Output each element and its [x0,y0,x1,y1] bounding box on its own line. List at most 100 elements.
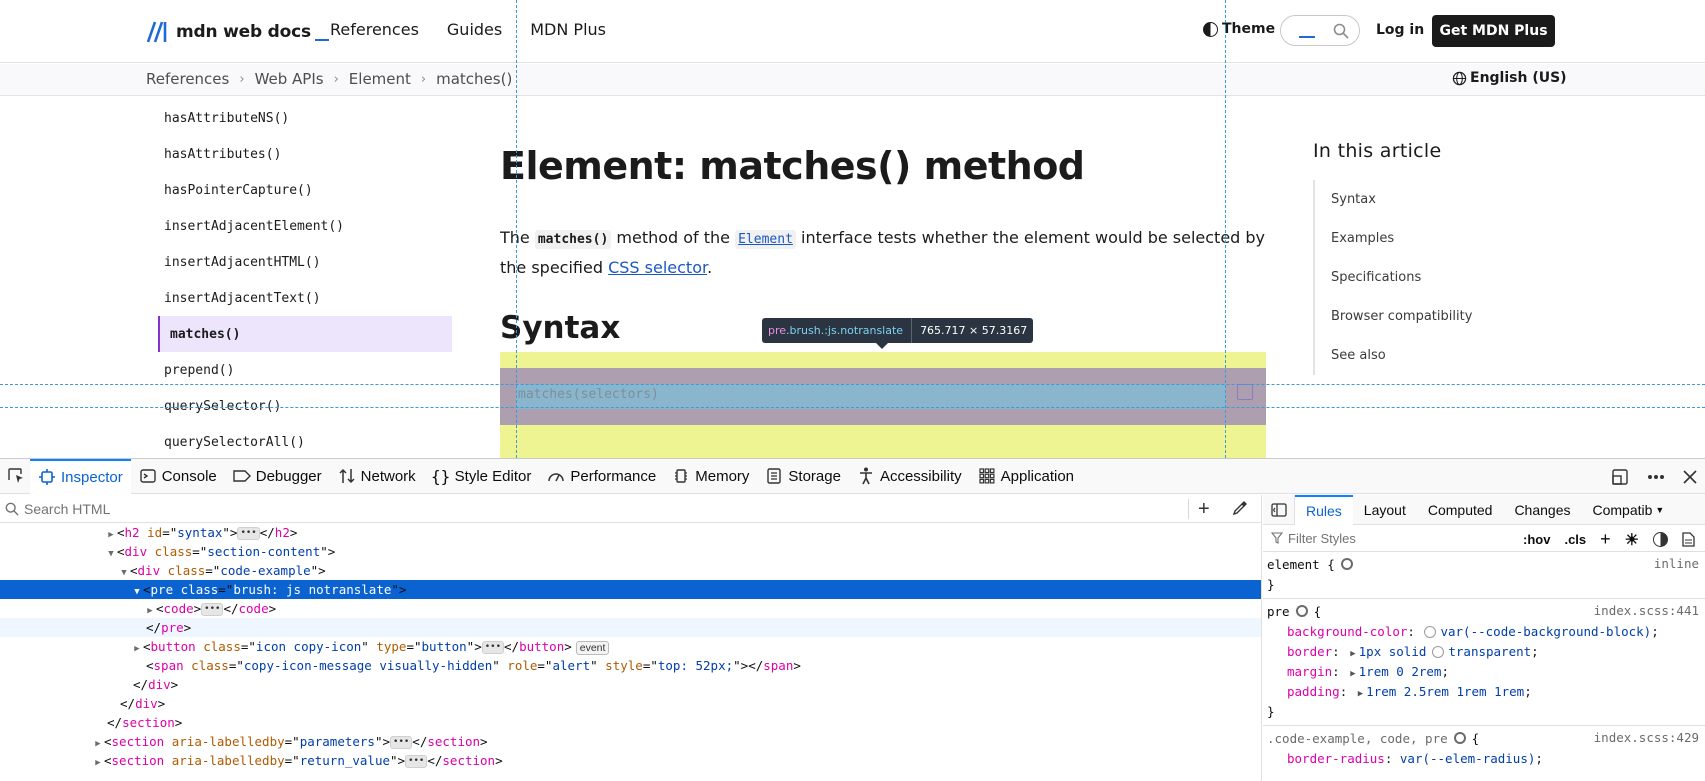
element-link[interactable]: Element [735,230,796,249]
expand-arrow-icon[interactable]: ▶ [147,606,153,616]
property-name[interactable]: padding [1287,684,1340,699]
declaration-margin[interactable]: margin: ▶1rem 0 2rem; [1267,662,1701,682]
expand-arrow-icon[interactable]: ▶ [1350,669,1356,679]
sidebar-item-queryselectorall[interactable]: querySelectorAll() [164,434,305,450]
breadcrumb-references[interactable]: References [146,70,230,88]
sidebar-item-queryselector[interactable]: querySelector() [164,398,282,414]
tab-memory[interactable]: Memory [664,459,757,494]
css-selector-link[interactable]: CSS selector [608,258,708,277]
close-icon[interactable] [1683,469,1697,484]
markup-node-pre-close[interactable]: </pre> [0,618,1261,637]
eyedropper-icon[interactable] [1232,500,1248,516]
gear-icon[interactable] [1453,731,1466,744]
tab-debugger[interactable]: Debugger [225,459,330,494]
nav-mdn-plus[interactable]: MDN Plus [530,20,606,39]
tab-accessibility[interactable]: Accessibility [849,459,970,494]
rule-source[interactable]: index.scss:429 [1593,730,1699,745]
login-link[interactable]: Log in [1376,22,1425,38]
print-media-icon[interactable] [1682,532,1695,547]
ellipsis-icon[interactable]: ••• [390,736,413,749]
declaration-padding[interactable]: padding: ▶1rem 2.5rem 1rem 1rem; [1267,682,1701,702]
property-value[interactable]: var(--elem-radius) [1399,751,1536,766]
toc-item-syntax[interactable]: Syntax [1331,192,1376,207]
rule-source[interactable]: inline [1653,556,1699,571]
markup-node-div-close[interactable]: </div> [120,696,166,711]
property-value[interactable]: 1px solid [1358,644,1427,659]
gear-icon[interactable] [1340,557,1353,570]
tab-network[interactable]: Network [330,459,424,494]
property-value[interactable]: transparent [1448,644,1532,659]
color-swatch[interactable] [1432,645,1445,658]
markup-node-code[interactable]: ▶<code>•••</code> [0,599,1261,618]
tab-style-editor[interactable]: {} Style Editor [424,459,540,494]
markup-node-pre-selected[interactable]: ▼<pre class="brush: js notranslate"> [0,580,1261,599]
toc-item-see-also[interactable]: See also [1331,348,1386,363]
rule-source[interactable]: index.scss:441 [1593,603,1699,618]
add-rule-icon[interactable]: + [1600,529,1611,549]
mdn-logo[interactable]: mdn web docs [146,18,329,46]
tab-compatibility[interactable]: Compatib▼ [1581,495,1675,525]
expand-arrow-icon[interactable]: ▶ [108,530,114,540]
cls-toggle[interactable]: .cls [1564,532,1587,547]
rule-selector[interactable]: element { [1267,555,1701,575]
markup-node-h2[interactable]: ▶<h2 id="syntax">•••</h2> [0,523,1261,542]
more-options-icon[interactable] [1647,474,1665,480]
search-html-input[interactable] [24,500,1124,517]
sidebar-item-insertadjacenthtml[interactable]: insertAdjacentHTML() [164,254,321,270]
collapse-arrow-icon[interactable]: ▼ [108,549,114,559]
tab-storage[interactable]: Storage [757,459,849,494]
gear-icon[interactable] [1295,604,1308,617]
get-mdn-plus-button[interactable]: Get MDN Plus [1432,15,1555,47]
dark-scheme-icon[interactable] [1653,532,1668,547]
rule-selector[interactable]: pre{ [1267,602,1701,622]
declaration-border-radius[interactable]: border-radius: var(--elem-radius); [1267,749,1701,769]
light-scheme-icon[interactable]: ☀ [1624,531,1639,549]
nav-guides[interactable]: Guides [446,20,503,39]
markup-node-div-close[interactable]: </div> [133,677,179,692]
property-name[interactable]: margin [1287,664,1333,679]
tab-changes[interactable]: Changes [1514,501,1571,518]
dock-icon[interactable] [1611,468,1629,486]
ellipsis-icon[interactable]: ••• [481,641,504,654]
property-name[interactable]: border-radius [1287,751,1385,766]
breadcrumb-element[interactable]: Element [348,70,411,88]
sidebar-item-hasattributes[interactable]: hasAttributes() [164,146,282,162]
color-swatch[interactable] [1424,625,1437,638]
property-value[interactable]: 1rem 0 2rem [1358,664,1442,679]
markup-node-section-content[interactable]: ▼<div class="section-content"> [0,542,1261,561]
markup-node-span[interactable]: <span class="copy-icon-message visually-… [146,658,801,673]
hov-toggle[interactable]: :hov [1523,532,1551,547]
tab-rules[interactable]: Rules [1295,495,1353,525]
expand-arrow-icon[interactable]: ▶ [95,758,101,768]
sidebar-item-insertadjacenttext[interactable]: insertAdjacentText() [164,290,321,306]
tab-performance[interactable]: Performance [539,459,664,494]
markup-node-section-return-value[interactable]: ▶<section aria-labelledby="return_value"… [0,751,1261,770]
toc-item-browser-compatibility[interactable]: Browser compatibility [1331,309,1473,324]
rule-selector[interactable]: .code-example, code, pre{ [1267,729,1701,749]
filter-styles-input[interactable]: Filter Styles [1288,530,1356,546]
tab-computed[interactable]: Computed [1427,501,1493,518]
ellipsis-icon[interactable]: ••• [237,527,260,540]
sidebar-item-matches[interactable]: matches() [158,316,452,352]
sidebar-item-hasattributens[interactable]: hasAttributeNS() [164,110,290,126]
ellipsis-icon[interactable]: ••• [405,755,428,768]
tab-application[interactable]: Application [970,459,1082,494]
markup-node-button[interactable]: ▶<button class="icon copy-icon" type="bu… [0,637,1261,656]
tab-console[interactable]: Console [131,459,225,494]
property-value[interactable]: 1rem 2.5rem 1rem 1rem [1366,684,1525,699]
site-search-input[interactable] [1280,15,1360,46]
property-name[interactable]: background-color [1287,624,1408,639]
collapse-arrow-icon[interactable]: ▼ [121,568,127,578]
breadcrumb-matches[interactable]: matches() [436,70,513,88]
tab-layout[interactable]: Layout [1363,501,1406,518]
markup-node-section-close[interactable]: </section> [107,715,183,730]
tab-inspector[interactable]: Inspector [30,458,131,494]
expand-arrow-icon[interactable]: ▶ [95,739,101,749]
event-badge[interactable]: event [575,640,610,655]
nav-references[interactable]: References [330,20,419,39]
property-name[interactable]: border [1287,644,1333,659]
language-switcher[interactable]: English (US) [1452,70,1567,86]
collapse-arrow-icon[interactable]: ▼ [134,587,140,597]
declaration-background-color[interactable]: background-color: var(--code-background-… [1267,622,1701,642]
